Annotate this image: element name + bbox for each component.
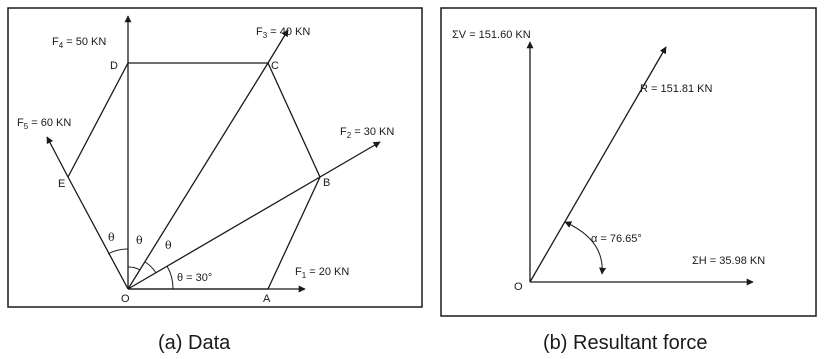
diagonal-oc bbox=[127, 62, 269, 290]
angle-arcs bbox=[107, 248, 174, 290]
vertex-b: B bbox=[323, 177, 330, 189]
arrow-resultant bbox=[529, 46, 667, 283]
hexagon bbox=[67, 62, 321, 290]
arc-theta-4 bbox=[107, 248, 129, 255]
arrow-f5 bbox=[46, 136, 69, 178]
panel-b-frame bbox=[440, 7, 817, 317]
theta-label-1: θ bbox=[108, 231, 115, 244]
vertex-c: C bbox=[271, 60, 279, 72]
vertex-d: D bbox=[110, 60, 118, 72]
label-f2: F2 = 30 KN bbox=[340, 126, 394, 140]
side-bc bbox=[267, 62, 321, 178]
vertex-e: E bbox=[58, 178, 65, 190]
label-sum-v: ΣV = 151.60 KN bbox=[452, 29, 531, 41]
panel-b: ΣV = 151.60 KN R = 151.81 KN α = 76.65° … bbox=[440, 7, 817, 354]
caption-b: (b) Resultant force bbox=[543, 332, 708, 354]
vertex-a: A bbox=[263, 293, 271, 305]
side-de bbox=[67, 62, 129, 178]
caption-a: (a) Data bbox=[158, 332, 231, 354]
label-alpha: α = 76.65° bbox=[591, 233, 642, 245]
panel-a: F1 = 20 KN F2 = 30 KN F3 = 40 KN F4 = 50… bbox=[7, 7, 423, 354]
theta-label-3: θ bbox=[165, 239, 172, 252]
side-eo bbox=[67, 176, 129, 290]
label-resultant: R = 151.81 KN bbox=[640, 83, 713, 95]
arrow-f3 bbox=[267, 29, 289, 64]
label-f1: F1 = 20 KN bbox=[295, 266, 349, 280]
arrow-f2 bbox=[127, 141, 381, 290]
vertex-o: O bbox=[121, 293, 130, 305]
label-f3: F3 = 40 KN bbox=[256, 26, 310, 40]
theta-base-label: θ = 30° bbox=[177, 272, 212, 284]
side-ab bbox=[267, 176, 321, 290]
label-f5: F5 = 60 KN bbox=[17, 117, 71, 131]
arc-theta-3 bbox=[127, 266, 141, 271]
arc-theta-2 bbox=[144, 261, 157, 274]
label-origin: O bbox=[514, 281, 523, 293]
label-sum-h: ΣH = 35.98 KN bbox=[692, 255, 765, 267]
panel-a-frame bbox=[7, 7, 423, 308]
label-f4: F4 = 50 KN bbox=[52, 36, 106, 50]
theta-label-2: θ bbox=[136, 234, 143, 247]
force-arrows bbox=[46, 15, 381, 293]
arc-alpha bbox=[564, 221, 607, 275]
arc-theta-base bbox=[166, 265, 174, 290]
